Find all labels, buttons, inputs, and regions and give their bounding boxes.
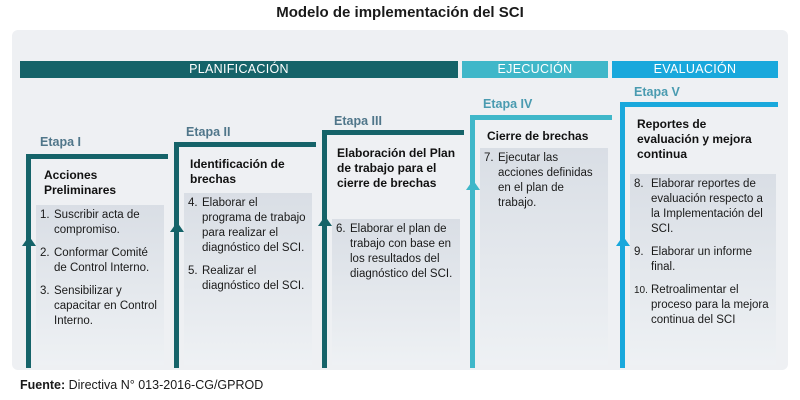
source-label: Fuente: <box>20 378 66 392</box>
stage-5-items: 8.Elaborar reportes de evaluación respec… <box>630 174 776 365</box>
stage-5-label: Etapa V <box>634 85 680 99</box>
stage-2-heading: Identificación de brechas <box>190 157 285 186</box>
list-item: 8.Elaborar reportes de evaluación respec… <box>634 178 763 235</box>
stage-1-label: Etapa I <box>40 135 81 149</box>
stage-4-heading: Cierre de brechas <box>487 129 589 143</box>
stage-4-label: Etapa IV <box>483 97 533 111</box>
stage-2-step-bar <box>174 142 316 147</box>
list-item: 4.Elaborar el programa de trabajo para r… <box>188 197 306 254</box>
list-item: 1.Suscribir acta de compromiso. <box>40 209 140 236</box>
stage-5-step-bar <box>620 102 778 107</box>
stage-5-heading: Reportes de evaluación y mejora continua <box>637 117 752 161</box>
list-item: 10.Retroalimentar el proceso para la mej… <box>634 284 769 326</box>
stage-2-label: Etapa II <box>186 125 231 139</box>
list-item: 2.Conformar Comité de Control Interno. <box>40 247 150 274</box>
stage-3-step-bar <box>322 130 464 135</box>
list-item: 7.Ejecutar las acciones definidas en el … <box>484 152 593 209</box>
stage-2-arrow-icon <box>169 222 184 232</box>
list-item: 5.Realizar el diagnóstico del SCI. <box>188 265 305 292</box>
stage-1-items: 1.Suscribir acta de compromiso. 2.Confor… <box>36 205 164 365</box>
stage-2-items: 4.Elaborar el programa de trabajo para r… <box>184 193 312 365</box>
stage-3-arrow-icon <box>317 216 332 226</box>
stage-4-step-bar <box>470 115 612 120</box>
stage-1-riser <box>26 154 31 368</box>
stage-3-heading: Elaboración del Plan de trabajo para el … <box>337 146 456 190</box>
list-item: 9.Elaborar un informe final. <box>634 246 752 273</box>
stage-4-items: 7.Ejecutar las acciones definidas en el … <box>480 148 608 365</box>
stage-1-step-bar <box>26 154 168 159</box>
stage-5-riser <box>620 102 625 368</box>
stage-4-arrow-icon <box>465 180 480 190</box>
list-item: 6.Elaborar el plan de trabajo con base e… <box>336 223 453 280</box>
source-text: Directiva N° 013-2016-CG/GPROD <box>68 378 264 392</box>
source-note: Fuente: Directiva N° 013-2016-CG/GPROD <box>20 378 263 392</box>
phase-planificacion: PLANIFICACIÓN <box>20 61 458 78</box>
stage-1-arrow-icon <box>21 236 36 246</box>
phase-ejecucion: EJECUCIÓN <box>462 61 608 78</box>
diagram-title: Modelo de implementación del SCI <box>276 4 524 21</box>
stage-1-heading: Acciones Preliminares <box>44 168 117 197</box>
stage-3-label: Etapa III <box>334 114 382 128</box>
stage-4-riser <box>470 115 475 368</box>
phase-evaluacion: EVALUACIÓN <box>612 61 778 78</box>
list-item: 3.Sensibilizar y capacitar en Control In… <box>40 285 157 327</box>
stage-3-riser <box>322 130 327 368</box>
stage-5-arrow-icon <box>615 236 630 246</box>
stage-3-items: 6.Elaborar el plan de trabajo con base e… <box>332 219 460 365</box>
stage-2-riser <box>174 142 179 368</box>
